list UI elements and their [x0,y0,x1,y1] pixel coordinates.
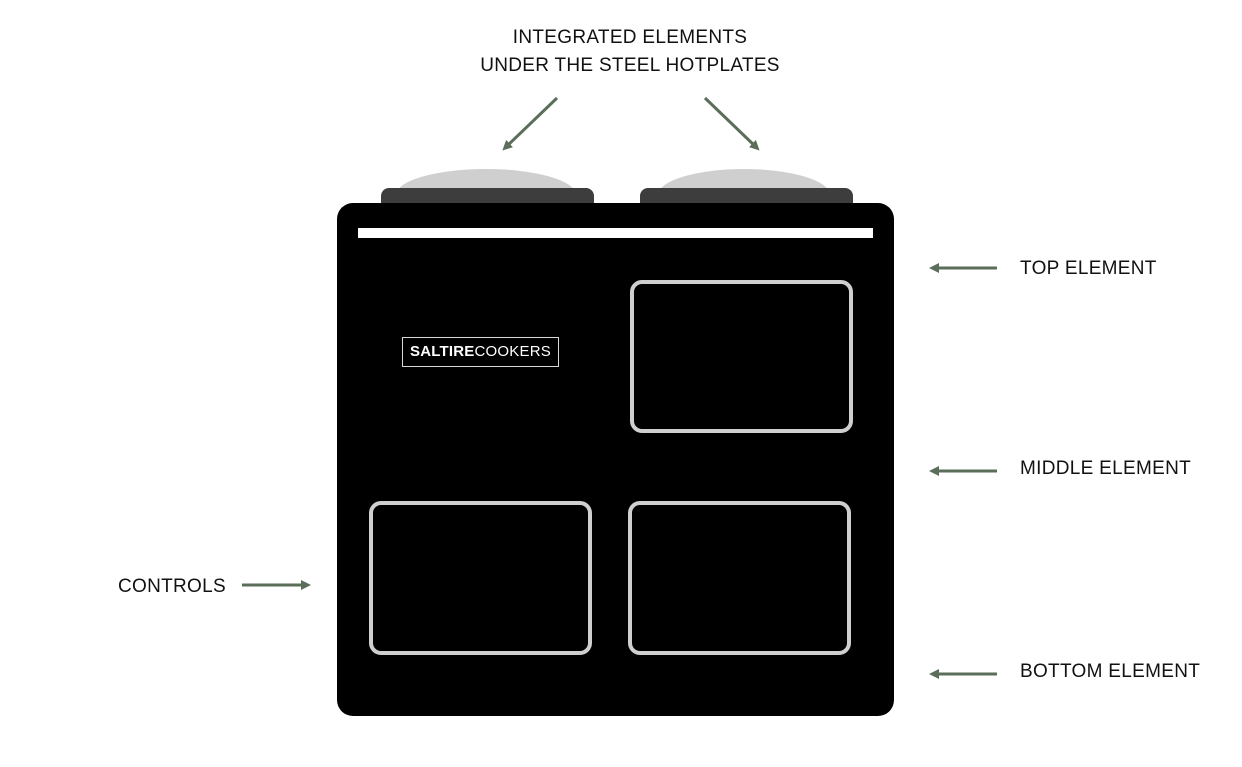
arrow-to-right-hotplate [703,96,760,151]
brand-logo-bold: SALTIRE [410,343,475,360]
hotplate-caption-line1: INTEGRATED ELEMENTS [512,27,748,48]
hotplate-caption: INTEGRATED ELEMENTS UNDER THE STEEL HOTP… [440,24,820,80]
label-bottom-element: BOTTOM ELEMENT [1020,661,1201,682]
top-right-oven-door [630,280,853,433]
towel-rail [358,228,873,238]
label-top-element: TOP ELEMENT [1020,258,1157,279]
label-controls: CONTROLS [118,576,226,597]
brand-logo-regular: COOKERS [474,343,551,360]
arrow-to-left-hotplate [502,96,559,151]
left-hotplate-lid [381,188,594,204]
right-hotplate-lid [640,188,853,204]
bottom-right-oven-door [628,501,851,655]
brand-logo: SALTIRECOOKERS [402,337,559,367]
bottom-left-oven-door [369,501,592,655]
label-middle-element: MIDDLE ELEMENT [1020,458,1192,479]
hotplate-caption-line2: UNDER THE STEEL HOTPLATES [480,55,780,76]
